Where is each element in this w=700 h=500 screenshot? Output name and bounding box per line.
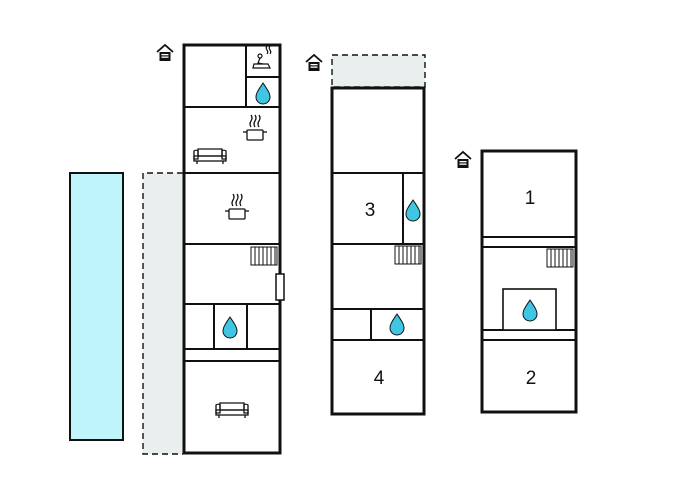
room-number: 3 bbox=[365, 200, 376, 221]
room-number: 4 bbox=[374, 368, 385, 389]
terrace bbox=[142, 172, 183, 455]
outer-wall bbox=[330, 86, 426, 416]
ground-floor bbox=[142, 43, 285, 455]
house-level-icon bbox=[156, 44, 174, 62]
house-level-icon bbox=[305, 54, 323, 72]
swimming-pool bbox=[69, 172, 124, 441]
room-number: 1 bbox=[525, 188, 536, 209]
door-icon bbox=[275, 273, 285, 301]
room-number: 2 bbox=[526, 368, 537, 389]
second-floor: 1 2 bbox=[454, 149, 578, 414]
balcony bbox=[331, 54, 426, 88]
outer-wall bbox=[182, 43, 282, 455]
first-floor: 3 4 bbox=[305, 54, 426, 416]
outer-wall bbox=[480, 149, 578, 414]
house-level-icon bbox=[454, 151, 472, 169]
